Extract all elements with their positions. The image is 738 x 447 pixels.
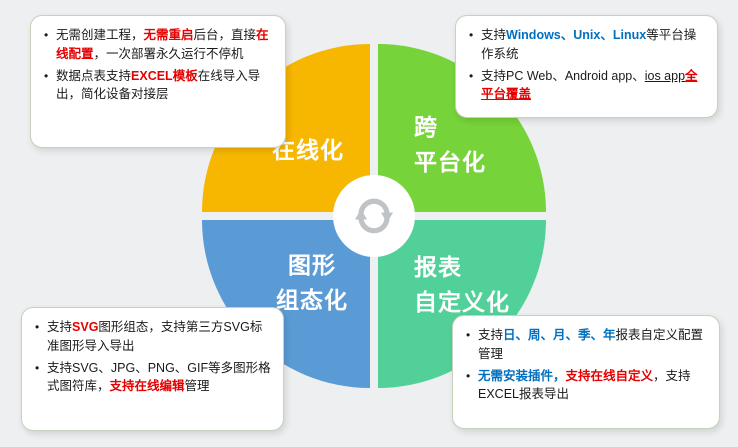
- callout-bullet: 支持Windows、Unix、Linux等平台操作系统: [468, 26, 705, 64]
- callout-bullet: 支持SVG图形组态，支持第三方SVG标准图形导入导出: [34, 318, 271, 356]
- text-segment: 支持在线编辑: [109, 379, 185, 394]
- text-segment: Windows、Unix、Linux: [506, 28, 647, 42]
- quadrant-label-graphic-config: 图形 组态化: [276, 248, 348, 318]
- text-segment: 在线配置: [56, 28, 269, 61]
- callout-bullet: 无需创建工程，无需重启后台，直接在线配置，一次部署永久运行不停机: [43, 26, 273, 64]
- quadrant-cross-platform: 跨 平台化: [378, 44, 546, 212]
- label-line-1: 图形: [288, 252, 336, 278]
- text-segment: 管理: [184, 379, 210, 394]
- callout-cross-platform: 支持Windows、Unix、Linux等平台操作系统支持PC Web、Andr…: [455, 15, 718, 118]
- label-line-1: 跨: [414, 114, 438, 140]
- text-segment: 图形组态，支持第三方SVG标准图形导入导出: [47, 320, 263, 353]
- label-line-2: 组态化: [276, 287, 348, 313]
- text-segment: 支持: [481, 28, 507, 42]
- quadrant-label-report-custom: 报表 自定义化: [414, 250, 510, 320]
- text-segment: 数据点表支持: [56, 68, 132, 83]
- text-segment: ，支持EXCEL报表导出: [478, 368, 691, 402]
- callout-bullet: 支持SVG、JPG、PNG、GIF等多图形格式图符库，支持在线编辑管理: [34, 359, 271, 397]
- text-segment: 支持: [478, 328, 504, 342]
- callout-graphic-config: 支持SVG图形组态，支持第三方SVG标准图形导入导出支持SVG、JPG、PNG、…: [21, 307, 284, 431]
- text-segment: SVG: [72, 320, 99, 334]
- callout-bullet: 数据点表支持EXCEL模板在线导入导出，简化设备对接层: [43, 67, 273, 105]
- text-segment: EXCEL模板: [131, 68, 198, 83]
- text-segment: 无需创建工程，: [56, 28, 144, 42]
- callout-bullet-list: 支持Windows、Unix、Linux等平台操作系统支持PC Web、Andr…: [468, 26, 705, 104]
- text-segment: ，一次部署永久运行不停机: [93, 46, 244, 61]
- text-segment: 支持: [47, 320, 73, 334]
- text-segment: 后台，直接: [193, 28, 257, 42]
- text-segment: 等平台操作系统: [481, 28, 697, 61]
- callout-bullet-list: 支持SVG图形组态，支持第三方SVG标准图形导入导出支持SVG、JPG、PNG、…: [34, 318, 271, 396]
- text-segment: ios app: [644, 68, 686, 83]
- callout-bullet: 支持日、周、月、季、年报表自定义配置管理: [465, 326, 707, 364]
- text-segment: 无需安装插件，: [478, 368, 566, 383]
- label-line-2: 平台化: [414, 149, 486, 175]
- quadrant-label-cross-platform: 跨 平台化: [414, 110, 486, 180]
- text-segment: 报表自定义配置管理: [478, 328, 704, 361]
- text-segment: 在线导入导出，简化设备对接层: [56, 68, 261, 102]
- callout-bullet: 无需安装插件，支持在线自定义，支持EXCEL报表导出: [465, 367, 707, 405]
- callout-online: 无需创建工程，无需重启后台，直接在线配置，一次部署永久运行不停机数据点表支持EX…: [30, 15, 286, 148]
- text-segment: 全平台覆盖: [481, 68, 698, 102]
- text-segment: 无需重启: [143, 28, 194, 42]
- callout-bullet-list: 支持日、周、月、季、年报表自定义配置管理无需安装插件，支持在线自定义，支持EXC…: [465, 326, 707, 404]
- text-segment: 支持在线自定义: [565, 368, 654, 383]
- callout-report-custom: 支持日、周、月、季、年报表自定义配置管理无需安装插件，支持在线自定义，支持EXC…: [452, 315, 720, 429]
- text-segment: 支持PC Web、Android app、: [481, 68, 645, 83]
- text-segment: 支持SVG、JPG、PNG、GIF等多图形格式图符库，: [47, 360, 271, 394]
- callout-bullet-list: 无需创建工程，无需重启后台，直接在线配置，一次部署永久运行不停机数据点表支持EX…: [43, 26, 273, 104]
- callout-bullet: 支持PC Web、Android app、ios app全平台覆盖: [468, 67, 705, 105]
- sync-icon: [354, 198, 394, 234]
- label-line-1: 报表: [414, 254, 462, 280]
- sync-hub: [333, 175, 415, 257]
- text-segment: 日、周、月、季、年: [503, 328, 616, 342]
- label-line-2: 自定义化: [414, 289, 510, 315]
